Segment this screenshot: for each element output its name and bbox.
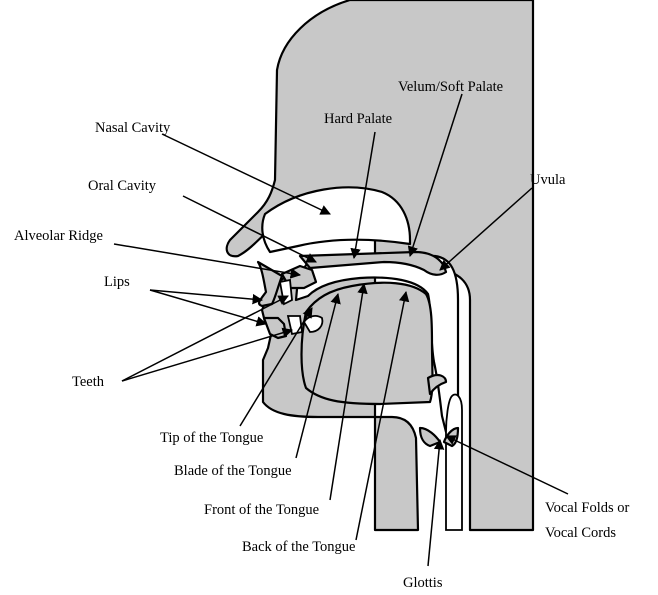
label-vocal-folds-line2: Vocal Cords	[545, 525, 616, 541]
label-back-tongue: Back of the Tongue	[242, 539, 355, 555]
label-teeth: Teeth	[72, 374, 105, 390]
vocal-fold-left	[420, 428, 440, 446]
trachea	[446, 395, 462, 530]
label-hard-palate: Hard Palate	[324, 111, 392, 127]
label-oral-cavity: Oral Cavity	[88, 178, 157, 194]
label-velum: Velum/Soft Palate	[398, 79, 503, 95]
label-nasal-cavity: Nasal Cavity	[95, 120, 171, 136]
tongue-shape	[302, 283, 433, 404]
label-lips: Lips	[104, 274, 130, 290]
label-vocal-folds-line1: Vocal Folds or	[545, 500, 629, 516]
label-blade-tongue: Blade of the Tongue	[174, 463, 292, 479]
label-glottis: Glottis	[403, 575, 443, 591]
label-uvula: Uvula	[530, 172, 566, 188]
label-front-tongue: Front of the Tongue	[204, 502, 319, 518]
label-tip-tongue: Tip of the Tongue	[160, 430, 263, 446]
label-alveolar-ridge: Alveolar Ridge	[14, 228, 103, 244]
pointer-glottis	[428, 440, 440, 566]
